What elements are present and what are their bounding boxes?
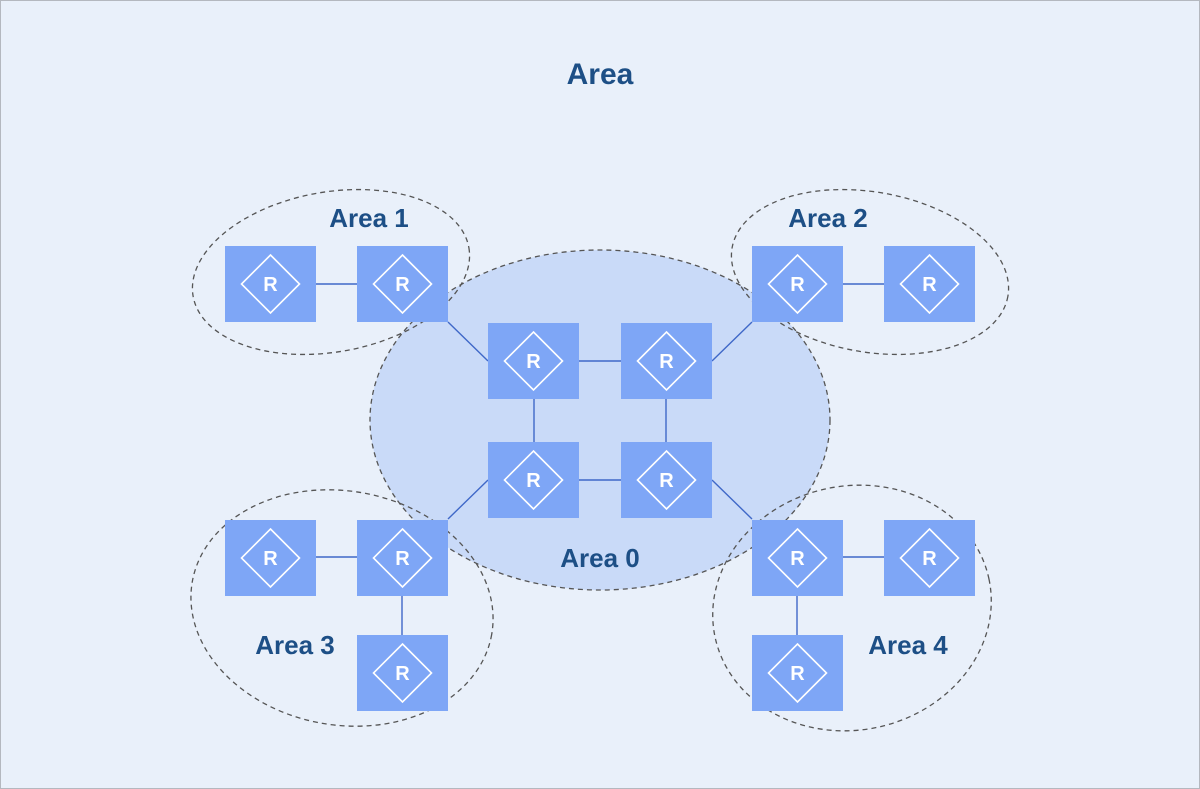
area4-label: Area 4 <box>868 630 948 660</box>
router: R <box>488 323 579 399</box>
router-diamond <box>767 527 828 589</box>
router: R <box>225 520 316 596</box>
area4-boundary <box>712 484 992 732</box>
area2-boundary <box>730 188 1010 356</box>
link-r2a-core-tr <box>711 321 753 362</box>
router-label: R <box>790 274 805 296</box>
link-r1b-core-tl <box>447 321 489 362</box>
router-label: R <box>659 351 674 373</box>
router-diamond <box>372 527 433 589</box>
router: R <box>884 246 975 322</box>
router: R <box>357 635 448 711</box>
area1-label: Area 1 <box>329 203 409 233</box>
network-links <box>316 283 884 635</box>
router-diamond <box>767 253 828 315</box>
router: R <box>488 442 579 518</box>
router: R <box>357 246 448 322</box>
link-core-bl-r3b <box>447 479 489 520</box>
router: R <box>884 520 975 596</box>
router-label: R <box>659 470 674 492</box>
router-diamond <box>372 253 433 315</box>
area0-label: Area 0 <box>560 543 640 573</box>
router-diamond <box>636 330 697 392</box>
router-label: R <box>790 663 805 685</box>
router: R <box>225 246 316 322</box>
router: R <box>621 323 712 399</box>
router-label: R <box>263 548 278 570</box>
router-label: R <box>395 548 410 570</box>
router-label: R <box>790 548 805 570</box>
link-core-br-r4a <box>711 479 753 520</box>
router: R <box>357 520 448 596</box>
area2-label: Area 2 <box>788 203 868 233</box>
router-label: R <box>526 470 541 492</box>
router-label: R <box>395 663 410 685</box>
area3-label: Area 3 <box>255 630 335 660</box>
router-label: R <box>922 548 937 570</box>
router: R <box>621 442 712 518</box>
router-diamond <box>899 253 960 315</box>
router: R <box>752 520 843 596</box>
router-diamond <box>767 642 828 704</box>
router-diamond <box>636 449 697 511</box>
router-diamond <box>503 330 564 392</box>
router-diamond <box>240 253 301 315</box>
diagram-title: Area <box>566 58 634 91</box>
router-diamond <box>240 527 301 589</box>
router-diamond <box>899 527 960 589</box>
area1-boundary <box>191 188 471 356</box>
router-label: R <box>526 351 541 373</box>
area0-boundary <box>369 249 831 591</box>
router: R <box>752 246 843 322</box>
router-label: R <box>922 274 937 296</box>
router-diamond <box>372 642 433 704</box>
router: R <box>752 635 843 711</box>
router-label: R <box>263 274 278 296</box>
router-diamond <box>503 449 564 511</box>
router-label: R <box>395 274 410 296</box>
area3-boundary <box>190 489 494 727</box>
